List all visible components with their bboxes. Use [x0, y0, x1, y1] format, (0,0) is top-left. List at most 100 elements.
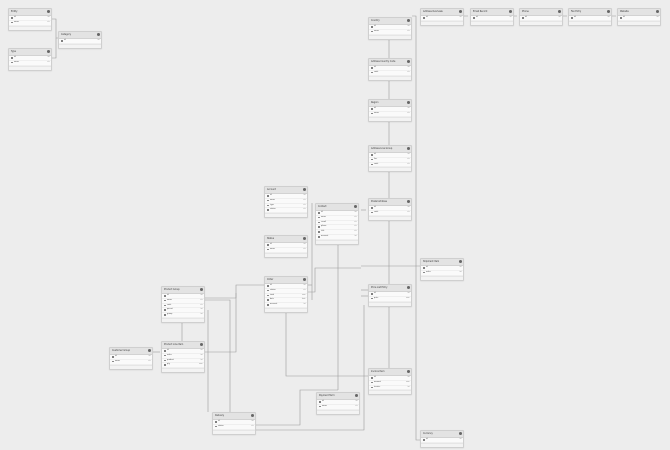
gear-icon[interactable]: [458, 10, 462, 14]
gear-icon[interactable]: [406, 19, 410, 23]
table-header[interactable]: Address Line Group: [369, 146, 411, 153]
table-header[interactable]: Type: [9, 49, 51, 56]
table-header[interactable]: Delivery: [213, 413, 255, 420]
gear-icon[interactable]: [199, 343, 203, 347]
gear-icon[interactable]: [406, 200, 410, 204]
table-header[interactable]: Website: [618, 9, 660, 16]
gear-icon[interactable]: [606, 10, 610, 14]
gear-icon[interactable]: [458, 432, 462, 436]
table-header[interactable]: Country: [369, 18, 411, 25]
gear-icon[interactable]: [302, 278, 306, 282]
table-header[interactable]: Phone: [520, 9, 562, 16]
table-header[interactable]: Currency: [421, 431, 463, 438]
table-header[interactable]: Price List Entry: [369, 285, 411, 292]
table-header[interactable]: Postal Address: [369, 199, 411, 206]
gear-icon[interactable]: [147, 349, 151, 353]
gear-icon[interactable]: [199, 288, 203, 292]
table-header[interactable]: Payment Term: [317, 393, 359, 400]
gear-icon[interactable]: [557, 10, 561, 14]
gear-icon[interactable]: [302, 188, 306, 192]
gear-icon[interactable]: [46, 50, 50, 54]
table-header[interactable]: Address Country Code: [369, 59, 411, 66]
gear-icon[interactable]: [655, 10, 659, 14]
table-header[interactable]: Entity: [9, 9, 51, 16]
table-header[interactable]: Fax Entry: [569, 9, 611, 16]
table-header[interactable]: Product Line Item: [162, 342, 204, 349]
gear-icon[interactable]: [354, 394, 358, 398]
gear-icon[interactable]: [406, 101, 410, 105]
gear-icon[interactable]: [96, 33, 100, 37]
table-header[interactable]: Address Overview: [421, 9, 463, 16]
gear-icon[interactable]: [406, 60, 410, 64]
gear-icon[interactable]: [406, 370, 410, 374]
table-header[interactable]: Category: [59, 32, 101, 39]
gear-icon[interactable]: [406, 147, 410, 151]
